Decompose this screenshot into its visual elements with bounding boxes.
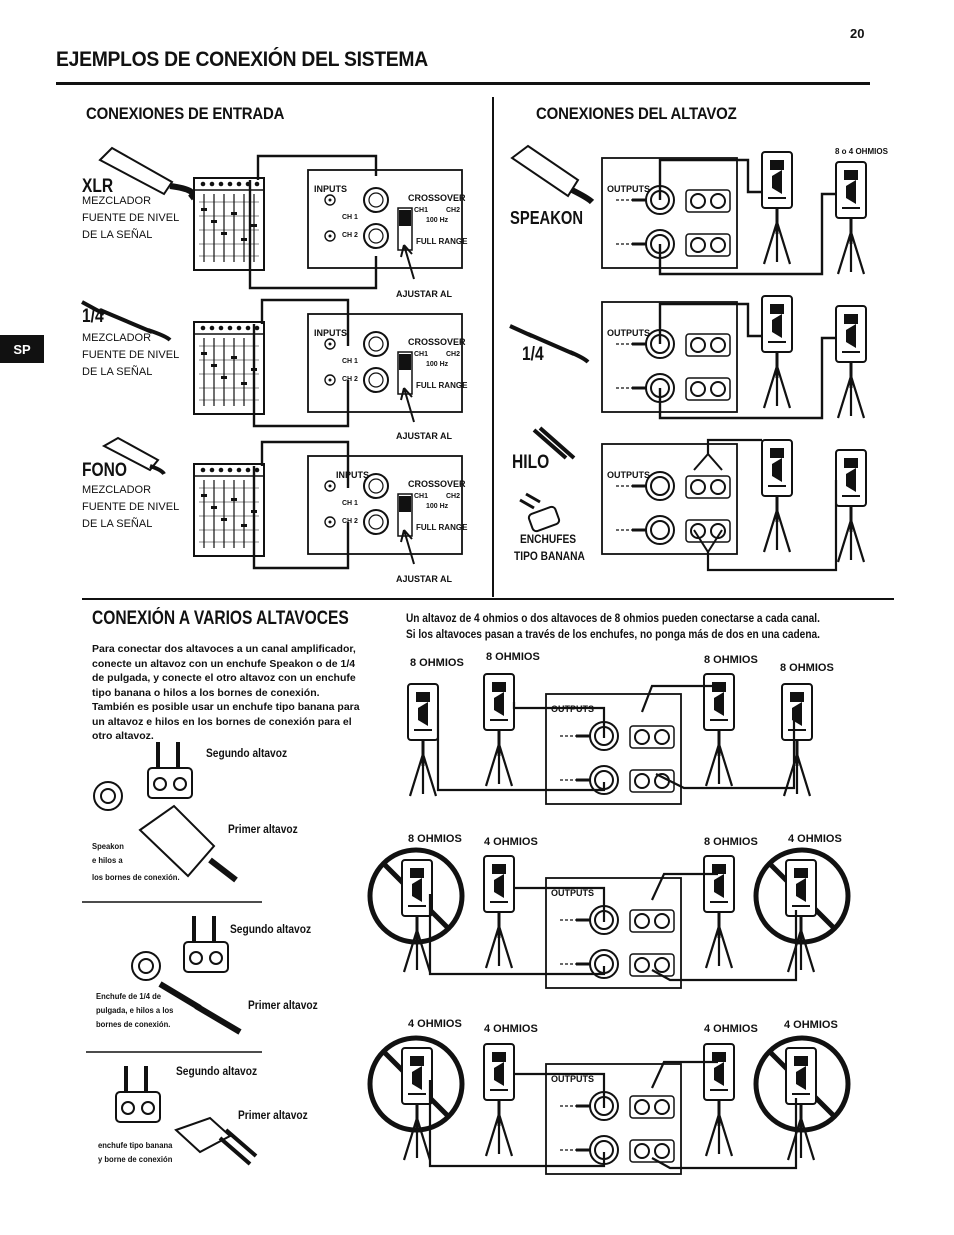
example-2-graphic <box>131 916 242 1035</box>
adjust-label-3: AJUSTAR AL <box>396 574 452 584</box>
speakon-plug-icon <box>510 144 595 205</box>
quarter-source-2: FUENTE DE NIVEL <box>82 349 180 361</box>
xlr-source-2: FUENTE DE NIVEL <box>82 212 180 224</box>
banana-plug-icon <box>519 492 561 533</box>
quarter-source-3: DE LA SEÑAL <box>82 366 153 378</box>
ex3-first: Primer altavoz <box>238 1108 308 1122</box>
quarter-inch-speaker-plug-icon <box>509 324 590 364</box>
multi-diagram-3 <box>370 1038 848 1176</box>
multi-diagram-2 <box>370 850 848 990</box>
quarter-source-1: MEZCLADOR <box>82 332 152 344</box>
inputs-label-3: INPUTS <box>336 470 370 480</box>
xlr-label: XLR <box>82 176 114 197</box>
ex3-second: Segundo altavoz <box>176 1064 258 1078</box>
speaker-quarter-label: 1/4 <box>522 344 544 365</box>
multi-note-2: Si los altavoces pasan a través de los e… <box>406 629 820 641</box>
inputs-label-2: INPUTS <box>314 328 348 338</box>
outputs-label-1: OUTPUTS <box>607 184 651 194</box>
title-rule <box>56 82 870 85</box>
phono-plug-icon <box>101 436 166 476</box>
speakon-label: SPEAKON <box>510 208 583 228</box>
page-number: 20 <box>850 26 865 41</box>
xlr-plug-icon <box>98 146 196 201</box>
xlr-source-1: MEZCLADOR <box>82 195 152 207</box>
crossover-label-1: CROSSOVER <box>408 193 466 203</box>
quarter-label: 1/4 <box>82 306 104 327</box>
multi-diagram-1 <box>406 672 814 806</box>
quarter-inch-plug-icon <box>81 300 172 342</box>
wire-icon <box>532 426 576 460</box>
banana-label-1: ENCHUFES <box>520 532 577 546</box>
language-tab[interactable]: SP <box>0 335 44 363</box>
section-divider <box>82 598 894 600</box>
example-1-graphic <box>93 742 238 883</box>
ohms-note: 8 o 4 OHMIOS <box>835 147 888 156</box>
speaker-section-title: CONEXIONES DEL ALTAVOZ <box>536 104 737 123</box>
xlr-cable-1 <box>256 154 378 180</box>
banana-label-2: TIPO BANANA <box>514 549 585 563</box>
hilo-label: HILO <box>512 452 550 473</box>
inputs-label-1: INPUTS <box>314 184 348 194</box>
adjust-label-2: AJUSTAR AL <box>396 431 452 441</box>
multi-section-title: CONEXIÓN A VARIOS ALTAVOCES <box>92 608 349 629</box>
multi-note-1: Un altavoz de 4 ohmios o dos altavoces d… <box>406 613 820 625</box>
page-title: EJEMPLOS DE CONEXIÓN DEL SISTEMA <box>56 48 428 71</box>
input-section-title: CONEXIONES DE ENTRADA <box>86 104 285 123</box>
phono-label: FONO <box>82 460 128 481</box>
example-3-graphic <box>115 1066 258 1166</box>
phono-source-3: DE LA SEÑAL <box>82 518 153 530</box>
multi-description: Para conectar dos altavoces a un canal a… <box>92 643 360 742</box>
outputs-label-2: OUTPUTS <box>607 328 651 338</box>
adjust-label-1: AJUSTAR AL <box>396 289 452 299</box>
ex1-first: Primer altavoz <box>228 822 298 836</box>
phono-source-2: FUENTE DE NIVEL <box>82 501 180 513</box>
ex2-first: Primer altavoz <box>248 998 318 1012</box>
phono-source-1: MEZCLADOR <box>82 484 152 496</box>
ex1-second: Segundo altavoz <box>206 746 288 760</box>
column-divider <box>492 97 494 597</box>
xlr-cable-2 <box>248 180 378 290</box>
xlr-source-3: DE LA SEÑAL <box>82 229 153 241</box>
outputs-label-3: OUTPUTS <box>607 470 651 480</box>
ex2-second: Segundo altavoz <box>230 922 312 936</box>
